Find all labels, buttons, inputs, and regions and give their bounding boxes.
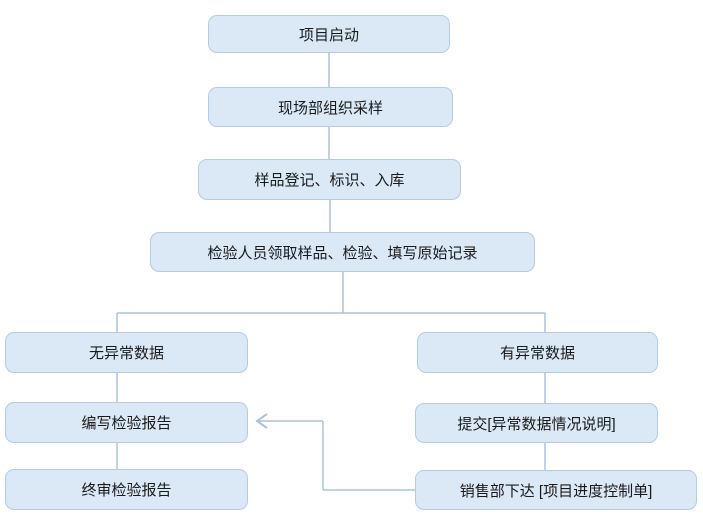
flow-node-final-review-report: 终审检验报告 [5,469,248,510]
flow-node-write-report: 编写检验报告 [5,402,248,443]
left-arrowhead-icon [255,413,268,429]
flow-node-no-abnormal-data: 无异常数据 [5,332,248,373]
flow-node-abnormal-data: 有异常数据 [417,332,658,373]
flow-node-field-sampling: 现场部组织采样 [208,87,453,127]
flow-node-sample-registration: 样品登记、标识、入库 [198,159,461,200]
flow-node-sales-control-sheet: 销售部下达 [项目进度控制单] [415,470,697,510]
flow-node-project-start: 项目启动 [208,15,450,53]
flow-node-submit-statement: 提交[异常数据情况说明] [415,403,658,443]
flow-node-inspection-record: 检验人员领取样品、检验、填写原始记录 [150,232,535,272]
